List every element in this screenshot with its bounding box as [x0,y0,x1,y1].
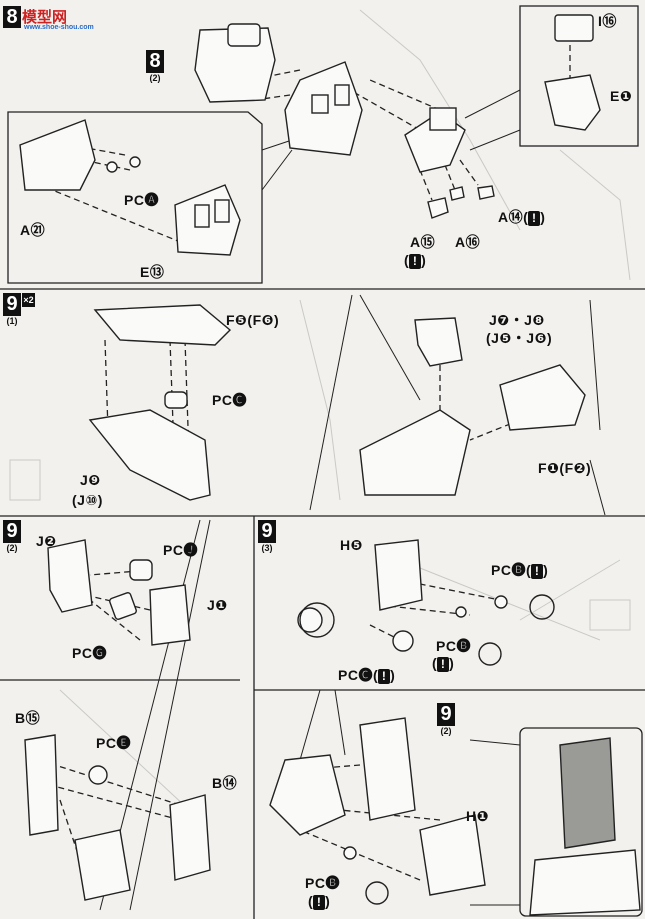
step-9-ref-number: 9 [437,703,455,725]
label-paren-close: ) [421,252,427,268]
label-e1: E❶ [610,88,633,104]
label-paren-close: ) [390,667,396,683]
label-b14: B⑭ [212,775,238,791]
step-8-number: 8 [3,6,21,28]
label-a15-warning: (!) [404,252,426,269]
label-paren-close: ) [449,655,455,671]
step-8-ref-number: 8 [146,50,164,72]
label-pcc2: PC🅒(!) [338,665,395,685]
label-f1-f2: F❶(F❷) [538,460,592,476]
label-a15: A⑮ [410,234,436,250]
step-9-2-sub: (2) [3,542,21,553]
label-e13: E⑬ [140,264,165,280]
label-j9: J❾ [80,472,101,488]
label-pcb1-text: PC🅑( [491,562,532,578]
warning-icon: ! [437,656,450,672]
step-9-2-number: 9 [3,520,21,542]
label-j10: (J⑩) [72,492,103,508]
step-9-1-sub: (1) [3,315,21,326]
label-pca: PC🅐 [124,192,159,208]
label-a16: A⑯ [455,234,481,250]
step-9-1-number: 9 [3,293,21,315]
step-9-3-sub: (3) [258,542,276,553]
label-pce: PC🅔 [96,735,131,751]
watermark-url: www.shoe-shou.com [24,24,94,31]
step-8-ref-sub: (2) [146,72,164,83]
label-paren-close: ) [325,893,331,909]
label-j5-j6: (J❺・J❻) [486,330,553,346]
label-a21: A㉑ [20,222,46,238]
label-pcb2: PC🅑 [436,638,471,654]
label-pcb3: PC🅑 [305,875,340,891]
warning-icon: ! [531,563,544,579]
warning-icon: ! [528,210,541,226]
label-f5-f6: F❺(F❻) [226,312,280,328]
label-h5: H❺ [340,537,363,553]
step-9-ref-sub: (2) [437,725,455,736]
label-a14: A⑭(!) [498,207,545,227]
label-pcc2-text: PC🅒( [338,667,379,683]
label-i16: I⑯ [598,13,617,29]
label-paren-open: ( [308,893,314,909]
label-paren-close: ) [540,209,546,225]
label-j7-j8: J❼・J❽ [489,312,545,328]
label-pcb3-warning: (!) [308,893,330,910]
warning-icon: ! [378,668,391,684]
warning-icon: ! [313,894,326,910]
watermark-logo: 模型网 [22,9,68,26]
label-pcj: PC🅙 [163,542,198,558]
label-h1: H❶ [466,808,489,824]
label-paren-open: ( [432,655,438,671]
label-pcb2-warning: (!) [432,655,454,672]
warning-icon: ! [409,253,422,269]
label-pcg: PC🅖 [72,645,107,661]
label-j2: J❷ [36,533,57,549]
label-paren-open: ( [404,252,410,268]
label-paren-close: ) [543,562,549,578]
label-b15: B⑮ [15,710,41,726]
label-pcb1: PC🅑(!) [491,560,548,580]
step-9-1-multiplier: ×2 [22,293,35,307]
label-j1: J❶ [207,597,228,613]
step-9-3-number: 9 [258,520,276,542]
label-pcc: PC🅒 [212,392,247,408]
label-a14-text: A⑭( [498,209,529,225]
